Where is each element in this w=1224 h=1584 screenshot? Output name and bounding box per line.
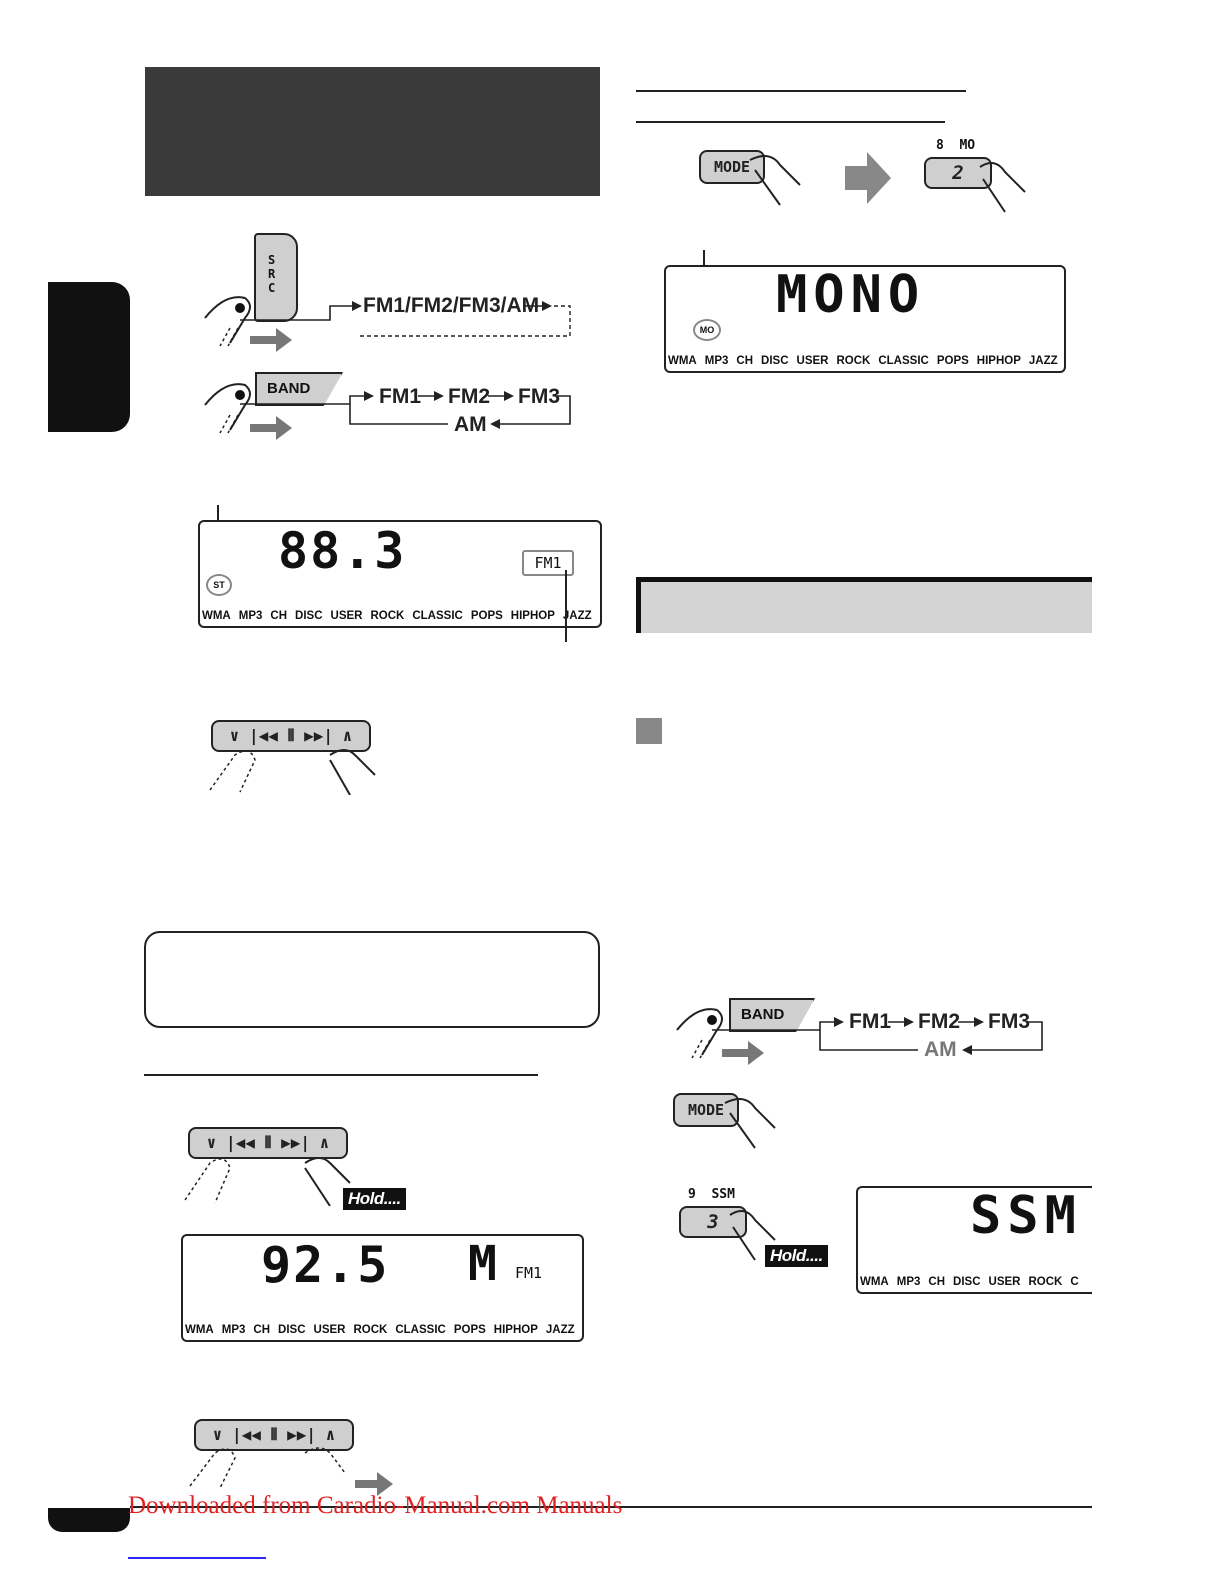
watermark-text: Downloaded from Caradio-Manual.com Manua… <box>128 1492 623 1519</box>
seek-button[interactable]: ∨ |◀◀ ⦀ ▶▶| ∧ <box>211 720 371 752</box>
slide-arrow-icon <box>355 1472 393 1496</box>
section-header-box <box>145 67 600 196</box>
mo-indicator: MO <box>693 319 721 341</box>
subheading-rule <box>144 1074 538 1076</box>
preset-2-button[interactable]: 2 <box>924 157 992 189</box>
band-button-label: BAND <box>741 1006 785 1023</box>
preset2-top-label: 8 MO <box>936 138 976 153</box>
band-button[interactable]: BAND <box>255 372 343 406</box>
finger-press-icon <box>729 1210 776 1261</box>
seek-button-manual[interactable]: ∨ |◀◀ ⦀ ▶▶| ∧ <box>194 1419 354 1451</box>
src-button[interactable]: S R C <box>254 233 298 322</box>
finger-press-icon <box>724 1098 776 1149</box>
frequency-readout: 88.3 <box>278 522 407 580</box>
band-indicator: FM1 <box>522 550 574 576</box>
finger-press-icon <box>749 155 801 206</box>
source-cycle-text: FM1/FM2/FM3/AM <box>363 294 540 317</box>
finger-press-icon <box>676 1008 723 1059</box>
language-side-tab <box>48 282 130 432</box>
source-cycle-bracket <box>240 301 571 337</box>
band-callout-line <box>565 570 567 642</box>
page-right-mask <box>1092 1180 1224 1300</box>
next-step-arrow-icon <box>845 152 891 204</box>
step-marker <box>636 718 662 744</box>
ssm-text: SSM <box>970 1186 1082 1246</box>
footer-link-underline[interactable] <box>128 1557 266 1559</box>
section-header-bar <box>636 577 1092 633</box>
hold-badge: Hold.... <box>343 1188 406 1210</box>
slide-arrow-icon <box>250 328 292 352</box>
finger-press-icon <box>184 1157 351 1206</box>
band-fm3: FM3 <box>988 1010 1030 1033</box>
mode-button[interactable]: MODE <box>673 1093 739 1127</box>
page-number-tab <box>48 1508 130 1532</box>
band-fm2: FM2 <box>448 385 490 408</box>
band-fm3: FM3 <box>518 385 560 408</box>
finger-press-icon <box>204 296 251 347</box>
footer-rule <box>130 1506 1092 1508</box>
src-button-letters: S R C <box>268 253 276 295</box>
preset3-top-label: 9 SSM <box>688 1187 735 1202</box>
hold-badge: Hold.... <box>765 1245 828 1267</box>
band-fm1: FM1 <box>849 1010 891 1033</box>
st-indicator: ST <box>206 574 232 596</box>
band-indicator: FM1 <box>515 1264 543 1282</box>
band-am: AM <box>924 1038 957 1061</box>
band-fm2: FM2 <box>918 1010 960 1033</box>
slide-arrow-icon <box>250 416 292 440</box>
finger-press-icon <box>189 1447 346 1488</box>
subheading-rule <box>636 90 966 92</box>
frequency-readout: 92.5 <box>261 1236 390 1294</box>
memory-indicator: M <box>468 1236 499 1292</box>
mode-button[interactable]: MODE <box>699 150 765 184</box>
band-am: AM <box>454 413 487 436</box>
slide-arrow-icon <box>722 1041 764 1065</box>
band-fm1: FM1 <box>379 385 421 408</box>
band-button-label: BAND <box>267 380 311 397</box>
finger-press-icon <box>979 162 1026 213</box>
finger-press-icon <box>204 383 251 434</box>
finger-press-icon <box>209 749 376 795</box>
band-cycle-lines <box>240 391 571 429</box>
subheading-rule <box>636 121 945 123</box>
mono-text: MONO <box>776 265 926 325</box>
seek-button-hold[interactable]: ∨ |◀◀ ⦀ ▶▶| ∧ <box>188 1127 348 1159</box>
note-box <box>144 931 600 1028</box>
band-cycle-lines <box>712 1017 1043 1055</box>
